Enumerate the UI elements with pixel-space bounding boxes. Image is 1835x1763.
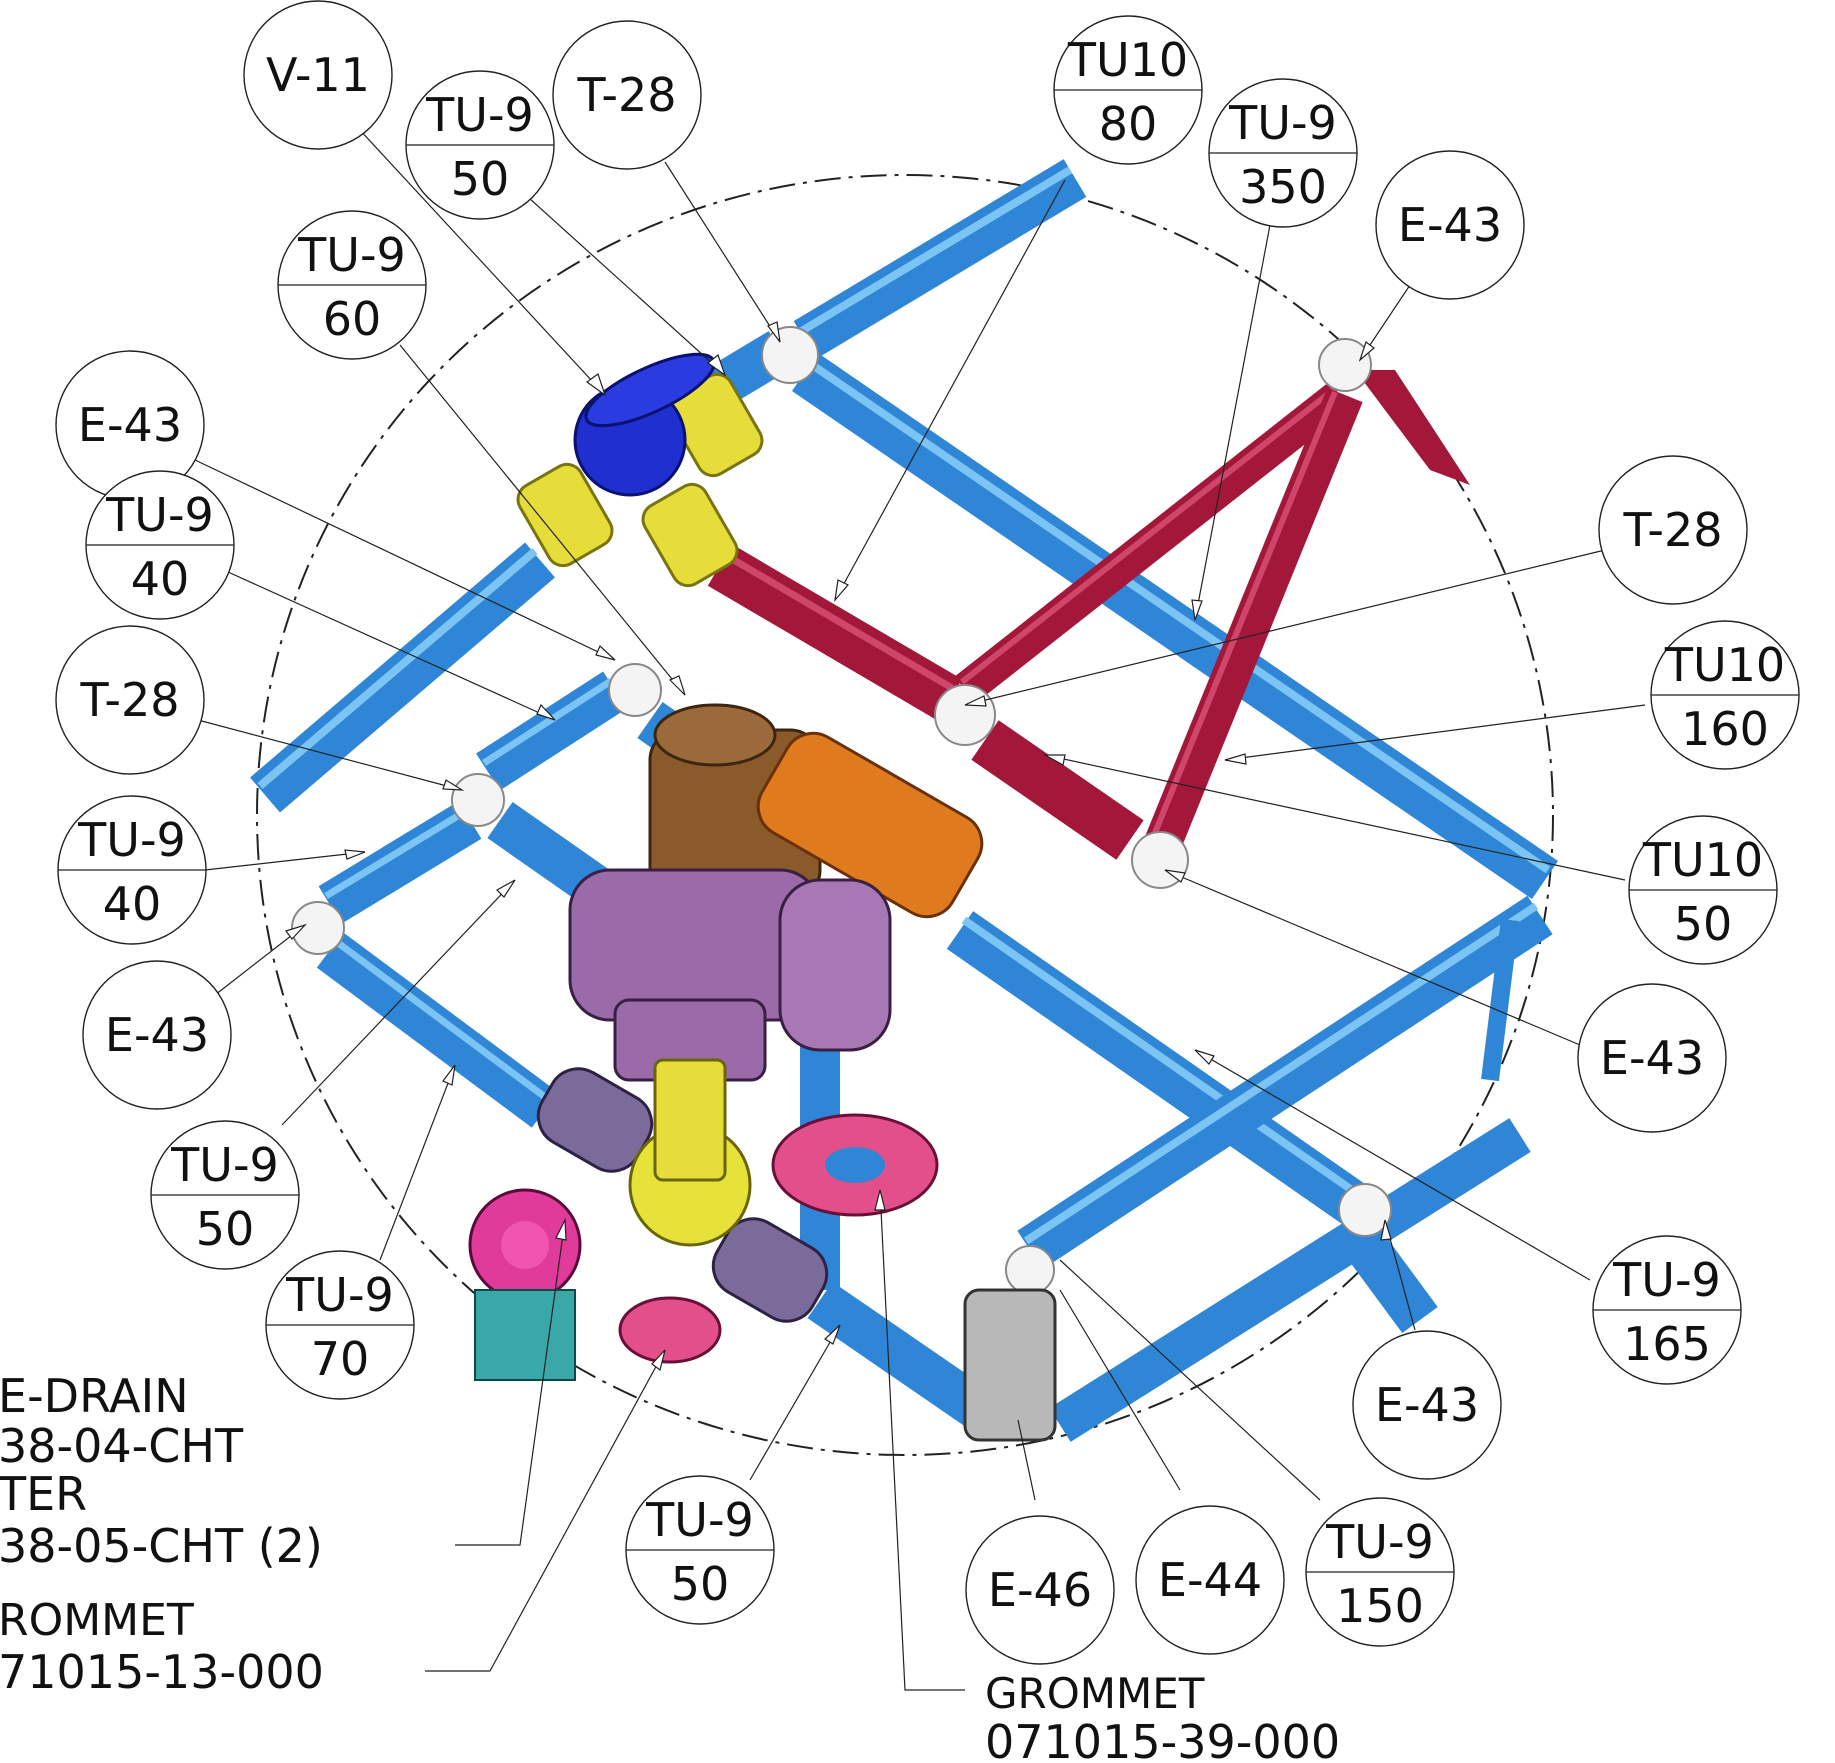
balloon-tu9-165: TU-9 165 [1592, 1235, 1742, 1385]
balloon-e43-e: E-43 [1352, 1330, 1502, 1480]
balloon-length: 50 [196, 1202, 255, 1256]
balloon-circle [1135, 1505, 1285, 1655]
balloon-circle [82, 960, 232, 1110]
balloon-part-id: V-11 [266, 48, 370, 102]
balloon-tu10-50: TU10 50 [1628, 815, 1778, 965]
balloon-tu9-150: TU-9 150 [1305, 1497, 1455, 1647]
balloon-length: 350 [1239, 160, 1327, 214]
balloon-t28-a: T-28 [552, 20, 702, 170]
part-notes: E-DRAIN 38-04-CHT TER 38-05-CHT (2) ROMM… [0, 1369, 1340, 1763]
balloon-length: 50 [1674, 897, 1733, 951]
balloon-e44: E-44 [1135, 1505, 1285, 1655]
balloon-part-id: TU-9 [285, 1268, 394, 1322]
balloon-tu9-70: TU-9 70 [265, 1250, 415, 1400]
balloon-e43-d: E-43 [1577, 983, 1727, 1133]
leader-lines [194, 127, 1646, 1691]
balloon-length: 70 [311, 1332, 370, 1386]
balloon-part-id: T-28 [576, 68, 676, 122]
grey-union-fitting [963, 1288, 1057, 1442]
grommet-left [618, 1296, 722, 1364]
balloon-tu9-60: TU-9 60 [277, 210, 427, 360]
balloon-tu9-50-a: TU-9 50 [405, 70, 555, 220]
balloon-length: 60 [323, 292, 382, 346]
balloon-circle [1352, 1330, 1502, 1480]
drain-note-line1: E-DRAIN [0, 1369, 189, 1423]
balloon-circle [552, 20, 702, 170]
balloon-part-id: TU-9 [1612, 1253, 1721, 1307]
balloon-part-id: E-43 [1375, 1378, 1479, 1432]
balloon-part-id: TU-9 [297, 228, 406, 282]
balloon-part-id: TU-9 [105, 488, 214, 542]
balloon-tu9-350: TU-9 350 [1208, 78, 1358, 228]
balloon-part-id: E-43 [1600, 1031, 1704, 1085]
balloon-tu9-40-b: TU-9 40 [57, 795, 207, 945]
balloon-v11: V-11 [243, 0, 393, 150]
balloon-part-id: E-44 [1158, 1553, 1262, 1607]
filter-note-line2: 38-05-CHT (2) [0, 1519, 323, 1573]
grommet-right-note-line1: GROMMET [985, 1669, 1205, 1718]
detail-boundary-circle [256, 174, 1554, 1456]
balloon-part-id: TU-9 [645, 1493, 754, 1547]
balloon-circle [243, 0, 393, 150]
balloon-part-id: T-28 [79, 673, 179, 727]
balloon-circle [965, 1515, 1115, 1665]
red-pipe-cut-end [1355, 370, 1470, 485]
balloon-part-id: TU-9 [1228, 96, 1337, 150]
balloon-part-id: TU-9 [425, 88, 534, 142]
balloon-part-id: TU-9 [77, 813, 186, 867]
drain-note-line2: 38-04-CHT [0, 1419, 244, 1473]
grommet-left-note-line1: ROMMET [0, 1595, 194, 1646]
balloon-tu10-160: TU10 160 [1650, 620, 1800, 770]
balloon-part-id: TU10 [1664, 638, 1785, 692]
balloon-tu9-40-a: TU-9 40 [85, 470, 235, 620]
balloon-part-id: TU10 [1067, 33, 1188, 87]
orange-valve-section [756, 731, 984, 919]
balloon-length: 80 [1099, 97, 1158, 151]
balloon-length: 40 [103, 877, 162, 931]
balloon-part-id: TU-9 [170, 1138, 279, 1192]
filter-note-line1: TER [0, 1467, 87, 1521]
balloon-circle [1598, 455, 1748, 605]
balloon-length: 50 [671, 1557, 730, 1611]
balloon-circle [1375, 150, 1525, 300]
grommet-left-note-line2: 71015-13-000 [0, 1645, 324, 1699]
balloon-circle [1577, 983, 1727, 1133]
balloon-circle [55, 625, 205, 775]
balloon-length: 50 [451, 152, 510, 206]
balloon-length: 165 [1623, 1317, 1711, 1371]
balloon-part-id: E-43 [1398, 198, 1502, 252]
balloon-e46: E-46 [965, 1515, 1115, 1665]
balloon-length: 40 [131, 552, 190, 606]
piping-model [250, 159, 1559, 1442]
balloon-part-id: E-46 [988, 1563, 1092, 1617]
balloon-part-id: E-43 [78, 398, 182, 452]
balloon-t28-c: T-28 [1598, 455, 1748, 605]
balloon-part-id: E-43 [105, 1008, 209, 1062]
balloon-part-id: TU-9 [1325, 1515, 1434, 1569]
balloon-e43-a: E-43 [1375, 150, 1525, 300]
balloon-tu10-80: TU10 80 [1053, 15, 1203, 165]
grommet-right-note-line2: 071015-39-000 [985, 1715, 1340, 1763]
balloon-e43-c: E-43 [82, 960, 232, 1110]
balloon-tu9-50-b: TU-9 50 [150, 1120, 300, 1270]
balloon-part-id: T-28 [1622, 503, 1722, 557]
balloon-length: 160 [1681, 702, 1769, 756]
balloon-t28-b: T-28 [55, 625, 205, 775]
balloon-e43-b: E-43 [55, 350, 205, 500]
balloon-length: 150 [1336, 1579, 1424, 1633]
balloon-tu9-50-c: TU-9 50 [625, 1475, 775, 1625]
balloon-part-id: TU10 [1642, 833, 1763, 887]
